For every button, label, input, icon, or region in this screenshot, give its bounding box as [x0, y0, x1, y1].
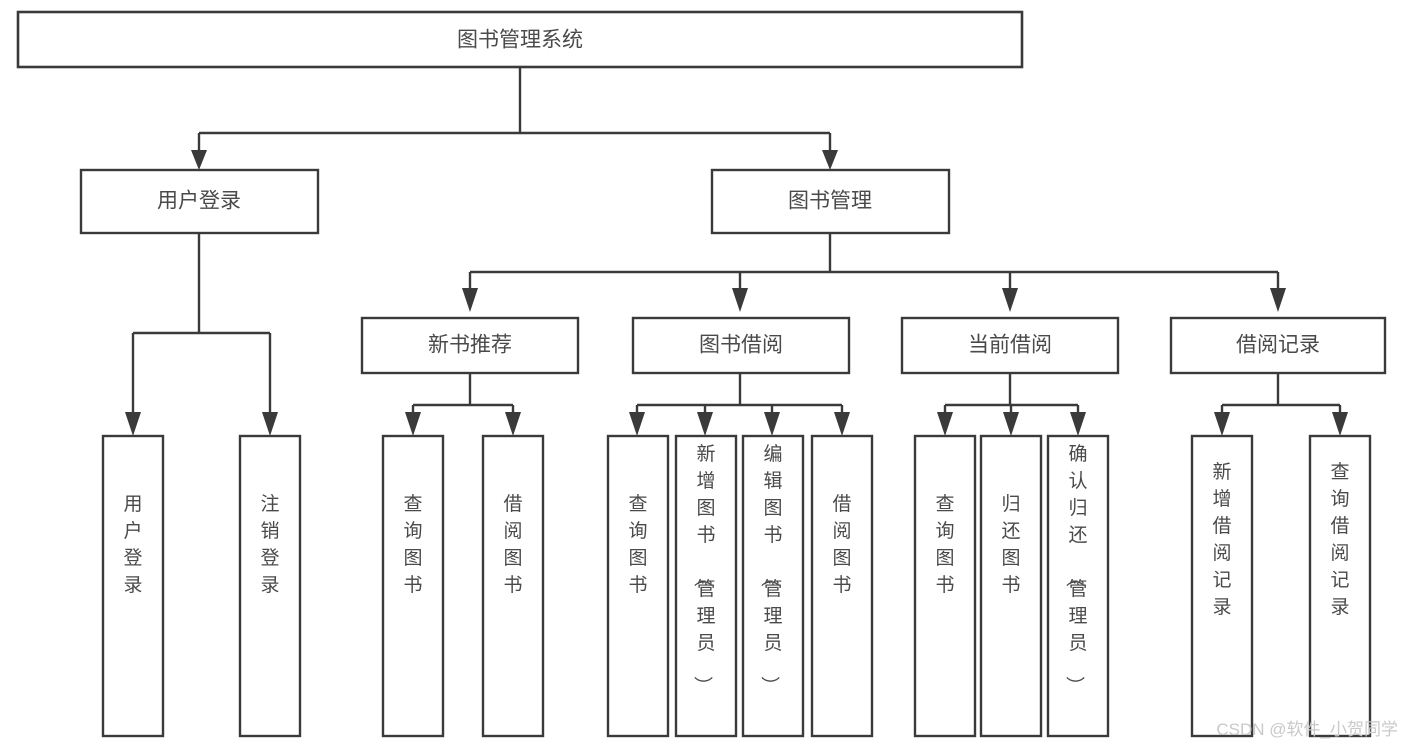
- node-leaf-query-book-1[interactable]: 查询图书: [381, 434, 445, 738]
- node-leaf-add-book[interactable]: 新增图书（管理员）: [674, 434, 738, 738]
- node-leaf-add-record-label: 新增借阅记录: [1212, 461, 1231, 618]
- node-leaf-confirm-return-label: 确认归还（管理员）: [1063, 443, 1087, 695]
- arrow-head-book-management: [822, 150, 838, 170]
- node-leaf-query-record-label: 查询借阅记录: [1330, 461, 1349, 618]
- node-borrow-record-label: 借阅记录: [1236, 334, 1320, 357]
- node-leaf-user-login-label: 用户登录: [123, 494, 142, 596]
- arrow-head-leaf-borrow-book-1: [505, 412, 521, 436]
- node-book-borrow-label: 图书借阅: [699, 334, 783, 357]
- node-new-book-recommend-label: 新书推荐: [428, 334, 512, 357]
- node-new-book-recommend[interactable]: 新书推荐: [360, 316, 580, 375]
- node-leaf-query-book-2[interactable]: 查询图书: [606, 434, 670, 738]
- node-leaf-edit-book-label: 编辑图书（管理员）: [758, 443, 782, 695]
- node-leaf-edit-book[interactable]: 编辑图书（管理员）: [741, 434, 805, 738]
- arrow-head-leaf-borrow-book-2: [834, 412, 850, 436]
- node-current-borrow[interactable]: 当前借阅: [900, 316, 1120, 375]
- arrow-head-leaf-user-login: [125, 412, 141, 436]
- node-leaf-query-book-1-box[interactable]: [381, 434, 445, 738]
- arrow-head-leaf-add-book: [697, 412, 713, 436]
- node-borrow-record-box[interactable]: [1169, 316, 1387, 375]
- node-leaf-borrow-book-2-label: 借阅图书: [832, 493, 851, 596]
- arrow-head-new-book-recommend: [462, 288, 478, 312]
- node-leaf-query-book-2-label: 查询图书: [628, 493, 647, 596]
- arrow-head-leaf-query-book-3: [937, 412, 953, 436]
- node-leaf-edit-book-box[interactable]: [741, 434, 805, 738]
- arrow-head-leaf-confirm-return: [1070, 412, 1086, 436]
- node-book-management[interactable]: 图书管理: [710, 168, 951, 235]
- csdn-watermark: CSDN @软件_小贺同学: [1216, 720, 1398, 739]
- node-leaf-borrow-book-1-label: 借阅图书: [503, 493, 522, 596]
- node-user-login[interactable]: 用户登录: [79, 168, 320, 235]
- node-leaf-confirm-return[interactable]: 确认归还（管理员）: [1046, 434, 1110, 738]
- node-leaf-add-record-box[interactable]: [1190, 434, 1254, 738]
- node-leaf-return-book-box[interactable]: [979, 434, 1043, 738]
- node-leaf-borrow-book-2[interactable]: 借阅图书: [810, 434, 874, 738]
- arrow-head-borrow-record: [1270, 288, 1286, 312]
- node-leaf-borrow-book-2-box[interactable]: [810, 434, 874, 738]
- node-leaf-borrow-book-1-box[interactable]: [481, 434, 545, 738]
- node-leaf-query-book-3-label: 查询图书: [935, 493, 954, 596]
- node-book-borrow-box[interactable]: [631, 316, 851, 375]
- node-leaf-add-record[interactable]: 新增借阅记录: [1190, 434, 1254, 738]
- node-book-management-box[interactable]: [710, 168, 951, 235]
- node-book-borrow[interactable]: 图书借阅: [631, 316, 851, 375]
- arrow-head-leaf-user-logout: [262, 412, 278, 436]
- arrow-head-leaf-return-book: [1003, 412, 1019, 436]
- node-leaf-user-login[interactable]: 用户登录: [101, 434, 165, 738]
- arrow-head-leaf-query-record: [1332, 412, 1348, 436]
- node-leaf-user-login-box[interactable]: [101, 434, 165, 738]
- node-leaf-user-logout-box[interactable]: [238, 434, 302, 738]
- node-leaf-return-book-label: 归还图书: [1001, 493, 1020, 596]
- arrow-head-leaf-add-record: [1214, 412, 1230, 436]
- node-leaf-borrow-book-1[interactable]: 借阅图书: [481, 434, 545, 738]
- node-leaf-return-book[interactable]: 归还图书: [979, 434, 1043, 738]
- node-leaf-add-book-label: 新增图书（管理员）: [691, 443, 715, 695]
- node-current-borrow-label: 当前借阅: [968, 334, 1052, 357]
- node-root[interactable]: 图书管理系统: [16, 10, 1024, 69]
- node-user-login-box[interactable]: [79, 168, 320, 235]
- node-book-management-label: 图书管理: [788, 190, 872, 213]
- node-borrow-record[interactable]: 借阅记录: [1169, 316, 1387, 375]
- arrow-head-user-login: [191, 150, 207, 170]
- node-leaf-query-book-3-box[interactable]: [913, 434, 977, 738]
- node-leaf-add-book-box[interactable]: [674, 434, 738, 738]
- node-root-box[interactable]: [16, 10, 1024, 69]
- connectors-layer: [125, 67, 1348, 436]
- node-new-book-recommend-box[interactable]: [360, 316, 580, 375]
- node-leaf-query-record-box[interactable]: [1308, 434, 1372, 738]
- node-leaf-confirm-return-box[interactable]: [1046, 434, 1110, 738]
- node-current-borrow-box[interactable]: [900, 316, 1120, 375]
- node-root-label: 图书管理系统: [457, 29, 583, 52]
- node-user-login-label: 用户登录: [157, 190, 241, 213]
- node-leaf-user-logout-label: 注销登录: [260, 493, 279, 596]
- node-leaf-query-book-1-label: 查询图书: [403, 493, 422, 596]
- node-leaf-query-book-3[interactable]: 查询图书: [913, 434, 977, 738]
- node-leaf-user-logout[interactable]: 注销登录: [238, 434, 302, 738]
- arrow-head-leaf-query-book-1: [405, 412, 421, 436]
- arrow-head-book-borrow: [732, 288, 748, 312]
- arrow-head-leaf-query-book-2: [629, 412, 645, 436]
- arrow-head-leaf-edit-book: [764, 412, 780, 436]
- node-leaf-query-book-2-box[interactable]: [606, 434, 670, 738]
- arrow-head-current-borrow: [1002, 288, 1018, 312]
- node-leaf-query-record[interactable]: 查询借阅记录: [1308, 434, 1372, 738]
